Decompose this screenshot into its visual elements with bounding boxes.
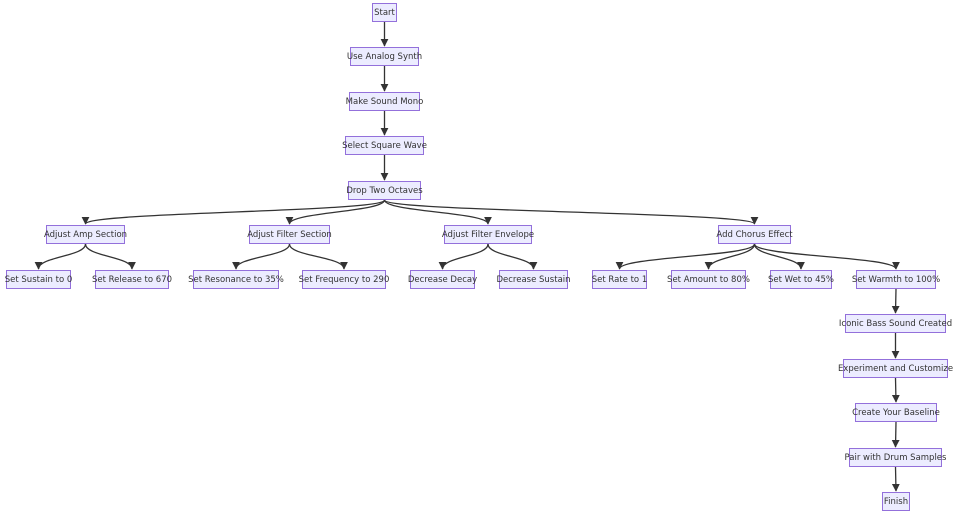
node-set-release-to-670: Set Release to 670 [92,270,172,289]
edge-chorus-to-warmth [753,243,900,270]
node-decrease-decay: Decrease Decay [408,270,477,289]
edge-baseline-to-drums [891,421,900,448]
node-experiment-and-customize: Experiment and Customize [838,359,953,378]
edge-octaves-to-amp [81,199,386,225]
edge-envelope-to-decay [438,243,489,270]
edge-experiment-to-baseline [891,377,900,403]
edge-filter-to-frequency [288,243,348,270]
edge-octaves-to-chorus [383,199,759,225]
node-use-analog-synth: Use Analog Synth [347,47,422,66]
node-drop-two-octaves: Drop Two Octaves [346,181,423,200]
edge-drums-to-finish [891,466,900,492]
node-start: Start [372,3,397,22]
node-make-sound-mono: Make Sound Mono [346,92,423,111]
edge-octaves-to-filter [285,199,386,225]
edge-filter-to-resonance [232,243,291,270]
edge-amp-to-sustain0 [34,243,87,270]
edge-warmth-to-iconic [891,288,900,314]
node-adjust-amp-section: Adjust Amp Section [44,225,127,244]
node-set-sustain-to-0: Set Sustain to 0 [5,270,72,289]
node-set-amount-to-80: Set Amount to 80% [667,270,750,289]
node-set-resonance-to-35: Set Resonance to 35% [188,270,284,289]
node-set-wet-to-45: Set Wet to 45% [768,270,834,289]
edge-chorus-to-wet [753,243,805,270]
node-add-chorus-effect: Add Chorus Effect [716,225,793,244]
node-iconic-bass-sound-created: Iconic Bass Sound Created [839,314,952,333]
edge-chorus-to-amount [704,243,756,270]
node-select-square-wave: Select Square Wave [342,136,427,155]
edge-envelope-to-decsustain [487,243,538,270]
node-pair-with-drum-samples: Pair with Drum Samples [845,448,946,467]
node-set-rate-to-1: Set Rate to 1 [592,270,647,289]
edge-amp-to-release [84,243,136,270]
edge-chorus-to-rate [615,243,756,270]
node-finish: Finish [882,492,910,511]
node-set-frequency-to-290: Set Frequency to 290 [299,270,389,289]
node-adjust-filter-section: Adjust Filter Section [247,225,332,244]
node-adjust-filter-envelope: Adjust Filter Envelope [442,225,534,244]
node-create-your-baseline: Create Your Baseline [852,403,940,422]
node-set-warmth-to-100: Set Warmth to 100% [852,270,940,289]
edge-octaves-to-envelope [383,199,492,225]
node-decrease-sustain: Decrease Sustain [496,270,571,289]
